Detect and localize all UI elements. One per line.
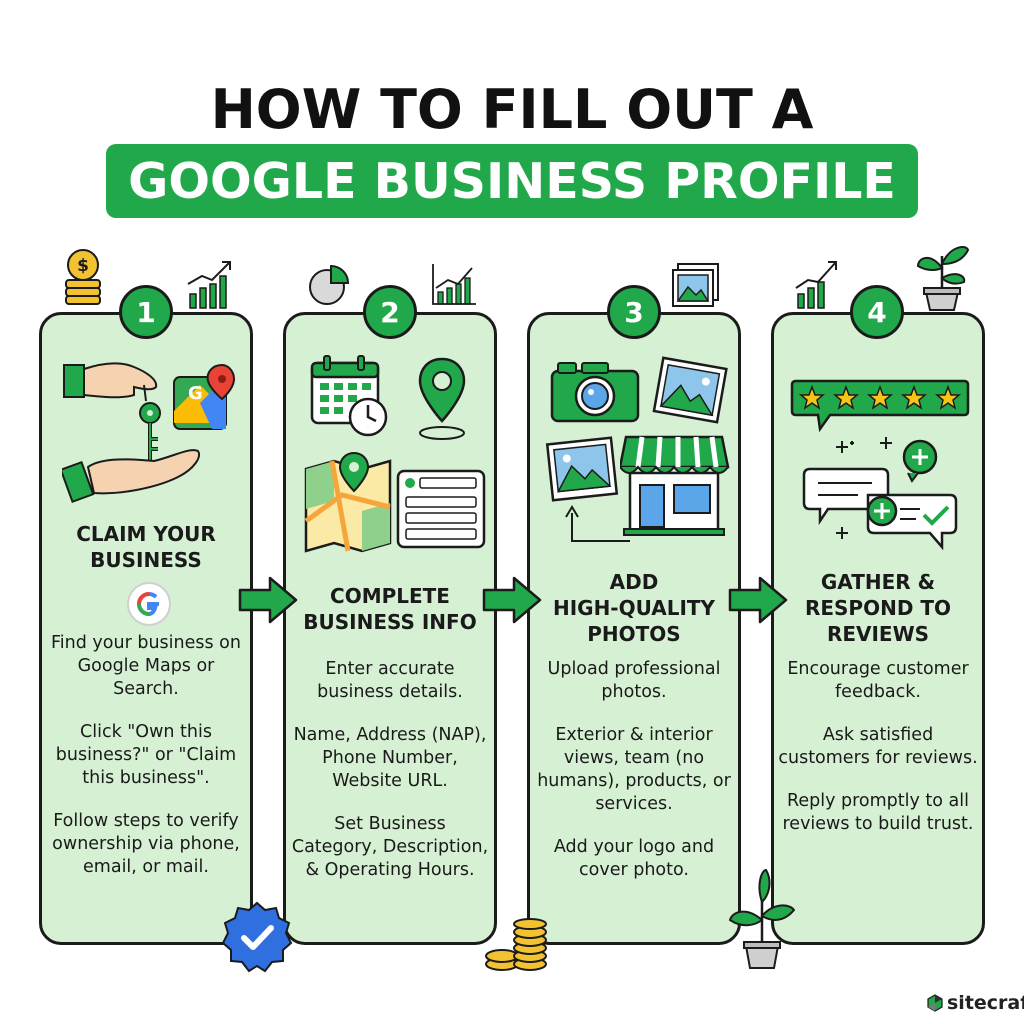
map-icon	[304, 451, 392, 553]
growth-chart-icon	[432, 264, 476, 305]
step-4-heading-line-2: RESPOND TO	[804, 596, 952, 620]
step-card-2: COMPLETE BUSINESS INFO Enter accurate bu…	[283, 312, 497, 945]
step-4-heading-line-3: REVIEWS	[826, 622, 930, 646]
step-4-number-badge: 4	[850, 285, 904, 339]
coin-stack-icon: $	[65, 249, 101, 305]
step-1-heading-line-2: BUSINESS	[90, 548, 202, 572]
step-3-paragraph-1: Upload professional photos.	[547, 659, 721, 702]
step-3-heading-line-3: PHOTOS	[587, 622, 681, 646]
step-4-paragraph-2: Ask satisfied customers for reviews.	[778, 725, 978, 768]
step-2-heading-line-1: COMPLETE	[330, 584, 450, 608]
step-3-paragraph-3: Add your logo and cover photo.	[553, 837, 715, 880]
pie-chart-icon	[309, 264, 350, 305]
svg-text:$: $	[77, 256, 89, 276]
step-3-heading-line-2: HIGH-QUALITY	[552, 596, 716, 620]
verified-badge-icon	[221, 901, 293, 973]
brand-name: sitecraf	[947, 992, 1024, 1014]
location-pin-icon	[418, 357, 466, 440]
photo-frame-icon	[652, 356, 728, 424]
photo-frame-icon	[545, 436, 619, 502]
growth-chart-icon	[187, 261, 231, 309]
step-arrow-3-icon	[728, 576, 788, 624]
step-2-paragraph-2: Name, Address (NAP), Phone Number, Websi…	[293, 725, 487, 791]
step-card-4: GATHER & RESPOND TO REVIEWS Encourage cu…	[771, 312, 985, 945]
step-4-paragraph-3: Reply promptly to all reviews to build t…	[782, 791, 974, 834]
coin-stack-icon	[485, 918, 547, 971]
step-2-heading-line-2: BUSINESS INFO	[303, 610, 477, 634]
title-banner: GOOGLE BUSINESS PROFILE	[106, 144, 918, 218]
chat-bubble-icon	[802, 437, 958, 551]
step-1-heading-line-1: CLAIM YOUR	[76, 522, 216, 546]
step-1-paragraph-1: Find your business on Google Maps or Sea…	[51, 633, 241, 699]
step-3-heading-line-1: ADD	[609, 570, 659, 594]
star-rating-icon	[790, 379, 970, 433]
step-3-paragraph-2: Exterior & interior views, team (no huma…	[537, 725, 731, 814]
step-3-number-badge: 3	[607, 285, 661, 339]
page-title-line-2: GOOGLE BUSINESS PROFILE	[128, 152, 896, 210]
step-card-3: ADD HIGH-QUALITY PHOTOS Upload professio…	[527, 312, 741, 945]
step-arrow-1-icon	[238, 576, 298, 624]
form-card-icon	[396, 469, 486, 549]
step-2-paragraph-1: Enter accurate business details.	[317, 659, 463, 702]
camera-icon	[550, 362, 640, 423]
brand-logo: sitecraf	[926, 992, 1024, 1014]
step-4-heading-line-1: GATHER &	[820, 570, 936, 594]
growth-chart-icon	[795, 261, 837, 309]
calendar-icon	[310, 355, 388, 437]
plant-icon	[728, 868, 796, 969]
hand-key-icon	[62, 362, 200, 504]
step-1-paragraph-3: Follow steps to verify ownership via pho…	[52, 811, 240, 877]
plant-icon	[916, 246, 970, 311]
step-1-paragraph-2: Click "Own this business?" or "Claim thi…	[55, 722, 237, 788]
google-g-icon	[127, 582, 171, 626]
arrow-connector-icon	[565, 505, 630, 542]
step-4-paragraph-1: Encourage customer feedback.	[787, 659, 969, 702]
step-2-number-badge: 2	[363, 285, 417, 339]
photo-frame-icon	[672, 263, 719, 307]
step-arrow-2-icon	[482, 576, 542, 624]
svg-text:G: G	[188, 383, 203, 404]
google-maps-icon: G	[173, 363, 236, 430]
storefront-icon	[620, 435, 730, 536]
step-1-number-badge: 1	[119, 285, 173, 339]
sitecraft-logo-icon	[927, 994, 943, 1012]
page-title-line-1: HOW TO FILL OUT A	[210, 78, 814, 141]
step-2-paragraph-3: Set Business Category, Description, & Op…	[291, 814, 489, 880]
step-card-1: G CLAIM YOUR BUSINESS Find your business…	[39, 312, 253, 945]
